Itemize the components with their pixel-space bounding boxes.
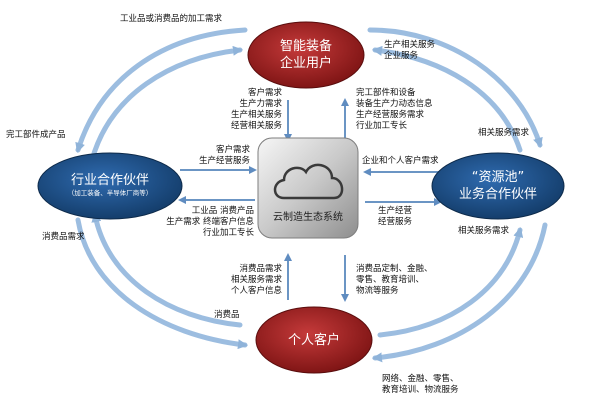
node-left-line1: 行业合作伙伴 [70, 173, 149, 188]
label-outer-right-lower: 相关服务需求 [458, 226, 510, 236]
outer-arrow-left-to-top [89, 45, 243, 163]
label-outer-right-upper: 相关服务需求 [478, 128, 530, 138]
label-top-to-center: 客户需求 生产力需求 生产相关服务 经营相关服务 [230, 88, 282, 131]
node-top-line2: 企业用户 [279, 56, 332, 71]
center-cloud-box [257, 137, 359, 239]
label-center-to-top: 完工部件和设备 装备生产力动态信息 生产经营服务需求 行业加工专长 [356, 88, 433, 131]
node-top-text: 智能装备 企业用户 [248, 38, 364, 72]
node-left-industry-partner [37, 152, 183, 220]
cloud-icon [273, 163, 344, 200]
inner-arrows [178, 98, 442, 302]
node-top-enterprise [247, 21, 365, 89]
outer-arrow-left-to-bottom [75, 217, 248, 350]
node-top-line1: 智能装备 [279, 39, 332, 54]
outer-arrow-top-to-left [75, 27, 248, 153]
label-left-to-center: 客户需求 生产经营服务 [198, 145, 250, 166]
outer-arrow-top-to-right [367, 27, 543, 148]
node-bottom-line1: 个人客户 [287, 333, 340, 348]
label-outer-bottom-left: 消费品 [214, 310, 240, 320]
label-outer-top-right: 生产相关服务 企业服务 [384, 40, 436, 61]
label-outer-left: 完工部件成产品 [6, 130, 66, 140]
node-right-resource-pool [431, 152, 565, 220]
label-center-to-right: 生产经营 经营服务 [378, 206, 413, 227]
node-right-line2: 业务合作伙伴 [458, 187, 537, 202]
label-outer-bottom-right: 网络、金融、零售、 教育培训、物流服务 [382, 374, 459, 395]
node-left-line2: （加工装备、半导体厂商等） [67, 189, 153, 197]
node-left-text: 行业合作伙伴 （加工装备、半导体厂商等） [40, 172, 180, 198]
label-center-to-bottom: 消费品定制、金融、 零售、教育培训、 物流等服务 [356, 264, 433, 296]
outer-arrow-bottom-to-left [91, 212, 243, 328]
center-label: 云制造生态系统 [273, 212, 343, 223]
outer-ring-arrows [75, 27, 548, 363]
label-center-to-left: 工业品 消费产品 生产需求 终端客户信息 行业加工专长 [166, 206, 254, 238]
label-outer-top-left: 工业品或消费品的加工需求 [120, 14, 223, 24]
outer-arrow-right-to-bottom [372, 222, 548, 363]
node-right-text: “资源池” 业务合作伙伴 [432, 169, 564, 203]
node-right-line1: “资源池” [471, 170, 525, 185]
node-bottom-personal-customer [255, 306, 373, 374]
label-bottom-to-center: 消费品需求 相关服务需求 个人客户信息 [230, 264, 282, 296]
outer-arrow-right-to-top [372, 45, 523, 153]
node-bottom-text: 个人客户 [256, 332, 372, 349]
label-outer-left-lower: 消费品需求 [42, 232, 85, 242]
label-right-to-center: 企业和个人客户需求 [362, 156, 439, 166]
outer-arrow-bottom-to-right [377, 227, 524, 338]
